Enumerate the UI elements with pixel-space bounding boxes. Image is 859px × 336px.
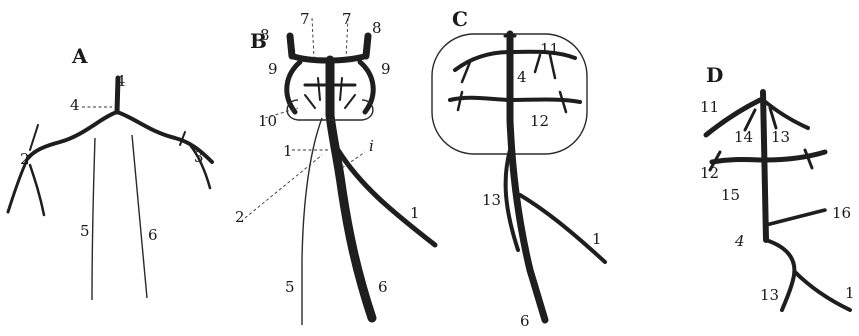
- panel-a-label-3: 3: [194, 148, 204, 166]
- panel-c-main-trunk: [510, 34, 545, 320]
- panel-b-label-8-right: 8: [372, 19, 382, 37]
- panel-b-label-7-right: 7: [342, 10, 352, 28]
- panel-a-label-4-top: 4: [116, 72, 126, 90]
- panel-c-lower-cross: [450, 98, 580, 102]
- panel-b-label-7-left: 7: [300, 10, 310, 28]
- panel-c-letter: C: [452, 7, 468, 31]
- panel-b-label-9-left: 9: [268, 60, 278, 78]
- panel-b-vessel-8-right: [366, 36, 368, 56]
- panel-d-vessel-1: [795, 272, 850, 310]
- panel-a-left-twig: [30, 165, 44, 215]
- panel-c-label-12: 12: [530, 112, 549, 130]
- panel-d-main-trunk: [763, 92, 766, 240]
- panel-a-vessel-5: [92, 138, 95, 300]
- panel-c-label-13: 13: [482, 191, 501, 209]
- panel-b-label-1: 1: [283, 142, 293, 160]
- panel-b-label-1-right: 1: [410, 204, 420, 222]
- panel-a-left-spur: [30, 125, 38, 150]
- panel-a-label-2: 2: [20, 150, 30, 168]
- panel-a-letter: A: [71, 44, 88, 68]
- panel-b-label-5: 5: [285, 278, 295, 296]
- panel-c-label-6: 6: [520, 312, 530, 330]
- panel-b: B 8 7 7 8 9 9 10 1 i 2 1 5 6: [235, 10, 435, 325]
- panel-a-label-6: 6: [148, 226, 158, 244]
- panel-a-label-5: 5: [80, 222, 90, 240]
- panel-d-label-13-bottom: 13: [760, 286, 779, 304]
- panel-d-label-12: 12: [700, 164, 719, 182]
- panel-b-label-8-left: 8: [260, 26, 270, 44]
- panel-a-vessel-6: [132, 135, 147, 298]
- panel-a-label-4: 4: [70, 96, 80, 114]
- panel-c-label-4: 4: [517, 68, 527, 86]
- panel-d-vessel-13-top: [763, 100, 808, 128]
- panel-b-label-6: 6: [378, 278, 388, 296]
- panel-b-label-10: 10: [258, 112, 277, 130]
- panel-a: A 4 4 2 3 5 6: [8, 44, 212, 300]
- panel-d: D 11 14 13 12 15 16 4 13 1: [700, 63, 855, 310]
- panel-d-label-15: 15: [721, 186, 740, 204]
- panel-d-letter: D: [706, 63, 723, 87]
- panel-b-vessel-8-left: [290, 36, 292, 56]
- panel-a-left-arch: [28, 112, 117, 158]
- panel-d-label-4: 4: [734, 232, 745, 250]
- panel-b-label-i: i: [369, 137, 374, 155]
- panel-b-leader-7-left: [312, 18, 314, 58]
- panel-d-vessel-16: [766, 210, 825, 225]
- panel-c: C 11 4 12 13 1 6: [432, 7, 605, 330]
- panel-c-label-1: 1: [592, 230, 602, 248]
- panel-d-label-1: 1: [845, 284, 855, 302]
- panel-d-label-13-top: 13: [771, 128, 790, 146]
- panel-b-vessel-5: [302, 118, 322, 325]
- panel-b-label-9-right: 9: [381, 60, 391, 78]
- panel-c-vessel-1: [520, 195, 605, 262]
- panel-d-label-16: 16: [832, 204, 851, 222]
- panel-d-label-11: 11: [700, 98, 719, 116]
- panel-c-label-11: 11: [540, 40, 559, 58]
- panel-d-label-14: 14: [734, 128, 753, 146]
- panel-b-leader-2: [245, 155, 322, 218]
- panel-b-label-2: 2: [235, 208, 245, 226]
